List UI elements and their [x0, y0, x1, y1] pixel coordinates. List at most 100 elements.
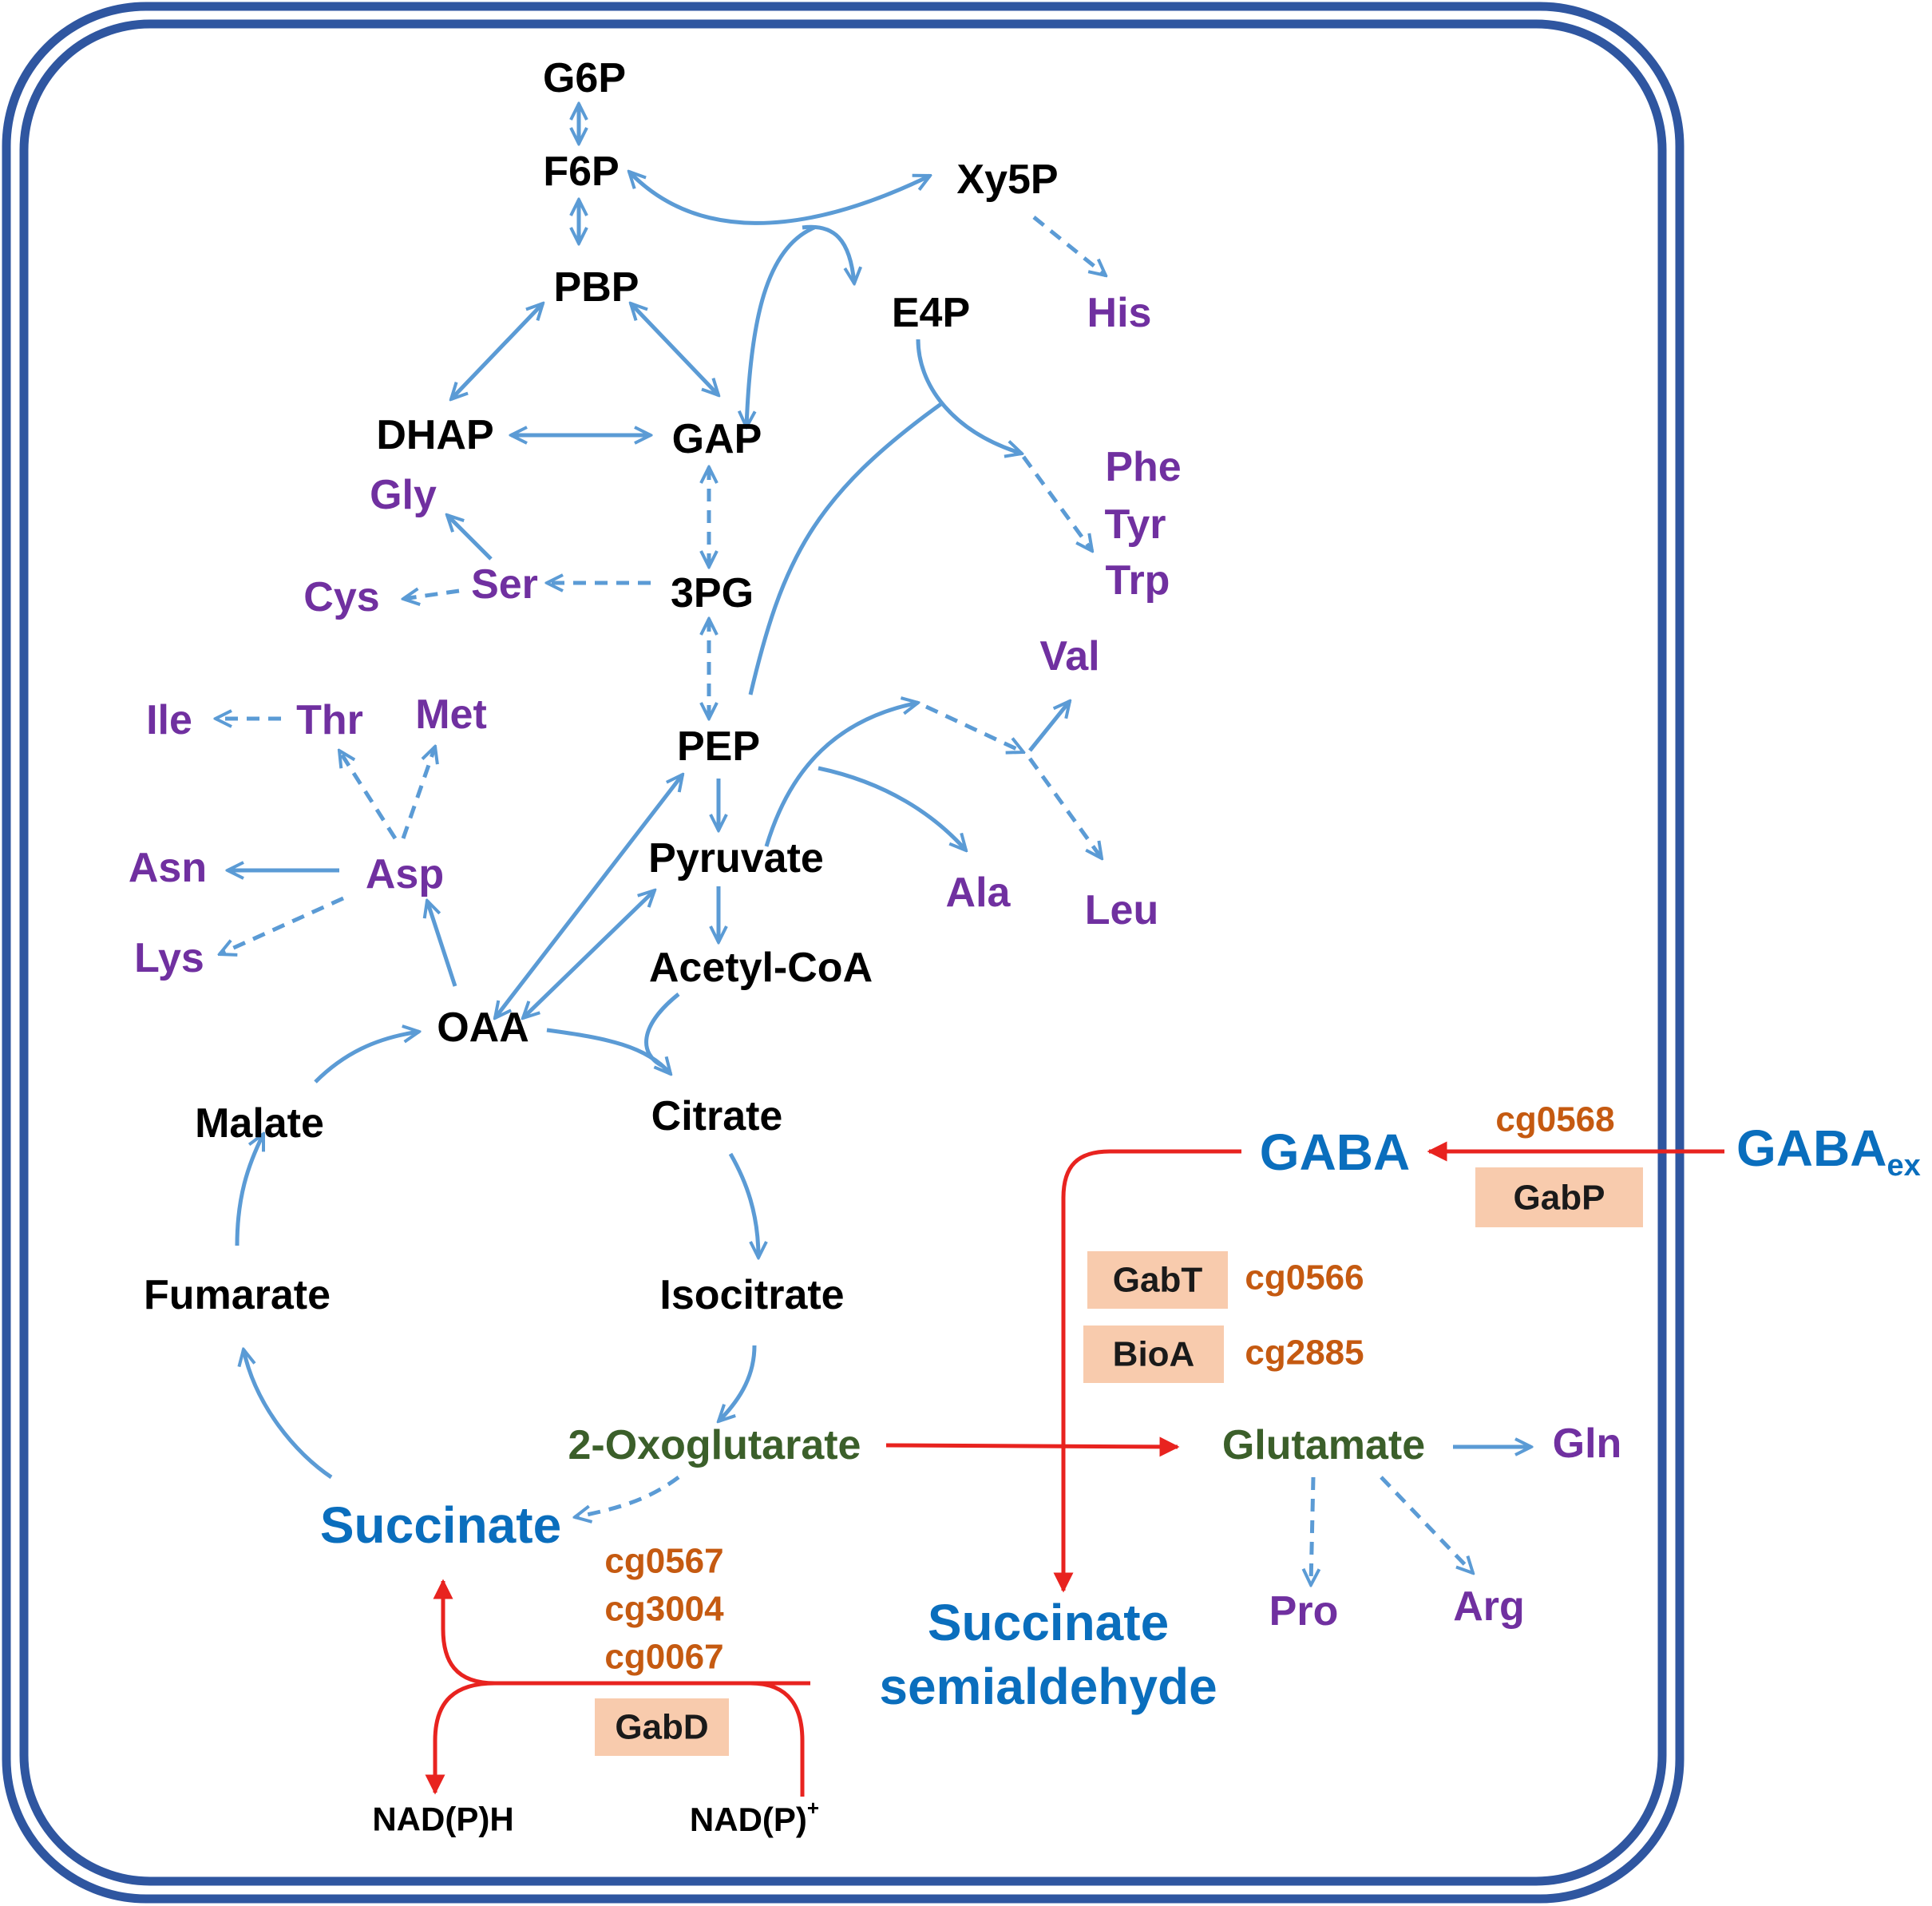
ser-label: Ser [471, 561, 538, 608]
gaba-label: GABA [1260, 1123, 1410, 1181]
arrow-oaa-citrate [546, 1028, 671, 1074]
arrow-ser-gly [447, 515, 493, 561]
arrow-asp-met [401, 747, 435, 839]
gabd-box [595, 1698, 729, 1756]
arrow-fumarate-malate [235, 1134, 266, 1246]
g6p-label: G6P [543, 55, 626, 101]
pep-label: PEP [677, 723, 760, 770]
e4p-label: E4P [892, 290, 970, 336]
fumarate-label: Fumarate [144, 1272, 331, 1318]
cg0566-label: cg0566 [1245, 1258, 1364, 1298]
glutamate-label: Glutamate [1222, 1422, 1425, 1468]
pyruvate-label: Pyruvate [648, 835, 824, 882]
cg0568-label: cg0568 [1495, 1100, 1614, 1139]
ala-label: Ala [946, 870, 1012, 916]
arrow-succinate-fumarate [243, 1349, 333, 1480]
citrate-label: Citrate [651, 1093, 783, 1139]
cell-outer-border [2, 2, 1685, 1904]
arrow-pep-e4p-aromatic [748, 401, 944, 695]
gabt-label: GabT [1113, 1261, 1203, 1300]
arrow-aromatic-dashed [1021, 455, 1092, 551]
cg0567-label: cg0567 [604, 1542, 723, 1581]
bioa-label: BioA [1113, 1335, 1195, 1374]
arrow-oxoglutarate-succinate [575, 1475, 680, 1517]
acetyl-coa-label: Acetyl-CoA [649, 945, 873, 991]
lys-label: Lys [134, 935, 204, 981]
asp-label: Asp [366, 851, 444, 898]
arrow-gabd-nadp [750, 1681, 805, 1797]
nadph-label: NAD(P)H [372, 1801, 513, 1838]
succinate-label: Succinate [320, 1496, 561, 1554]
succinate-semialdehyde-line2: semialdehyde [879, 1658, 1217, 1715]
3pg-label: 3PG [671, 570, 754, 616]
arrow-branch-dashed [924, 704, 1023, 752]
arrow-pyruvate-ala [818, 766, 966, 850]
arrow-xy5p-e4p [802, 224, 854, 283]
val-label: Val [1039, 633, 1099, 680]
arrow-xy5p-his [1032, 216, 1106, 275]
pro-label: Pro [1269, 1588, 1339, 1635]
nadp-superscript: + [807, 1796, 819, 1820]
met-label: Met [415, 691, 487, 738]
cys-label: Cys [303, 574, 379, 620]
gabp-label: GabP [1514, 1179, 1605, 1218]
leu-label: Leu [1085, 887, 1158, 933]
arrow-malate-oaa [314, 1032, 419, 1084]
gap-label: GAP [672, 416, 762, 462]
nadp-label: NAD(P)+ [690, 1796, 819, 1838]
arrow-acetylcoa-citrate [644, 993, 680, 1068]
gaba-ex-text: GABA [1736, 1119, 1886, 1177]
cell-inner-border [19, 19, 1667, 1886]
arrow-asp-thr [339, 751, 398, 840]
oaa-label: OAA [437, 1005, 529, 1051]
oxoglutarate-label: 2-Oxoglutarate [568, 1422, 861, 1468]
thr-label: Thr [296, 697, 363, 743]
arg-label: Arg [1453, 1583, 1525, 1630]
arrow-isocitrate-oxoglutarate [719, 1345, 757, 1421]
arrow-oaa-pyruvate [523, 890, 655, 1018]
dhap-label: DHAP [376, 412, 493, 458]
arrow-ser-cys [403, 591, 460, 599]
cg2885-label: cg2885 [1245, 1333, 1364, 1373]
arrow-e4p-aromatic [916, 339, 1022, 454]
gabt-box [1087, 1251, 1228, 1309]
cg0067-label: cg0067 [604, 1638, 723, 1677]
arrow-oxoglutarate-glutamate [885, 1436, 1180, 1457]
arrow-f6p-xy5p [629, 172, 930, 225]
arrow-citrate-isocitrate [728, 1152, 758, 1258]
arrow-oaa-asp [427, 901, 457, 987]
arrow-xy5p-gap [746, 225, 815, 427]
gaba-ex-subscript: ex [1886, 1149, 1920, 1183]
gabp-box [1475, 1167, 1643, 1227]
gly-label: Gly [370, 472, 437, 518]
f6p-label: F6P [543, 149, 619, 195]
gabd-label: GabD [615, 1708, 708, 1747]
tyr-label: Tyr [1104, 501, 1166, 548]
phe-label: Phe [1105, 444, 1181, 490]
ile-label: Ile [146, 697, 192, 743]
succinate-semialdehyde-line1: Succinate [928, 1594, 1169, 1651]
malate-label: Malate [195, 1100, 324, 1147]
arrow-gabd-nadph [425, 1681, 496, 1795]
xy5p-label: Xy5P [956, 157, 1058, 203]
gaba-ex-label: GABAex [1736, 1119, 1921, 1183]
pbp-label: PBP [554, 264, 639, 311]
gln-label: Gln [1553, 1421, 1622, 1467]
isocitrate-label: Isocitrate [659, 1272, 844, 1318]
arrow-gaba-ssa [1053, 1149, 1241, 1593]
asn-label: Asn [129, 845, 207, 891]
nadp-text: NAD(P) [690, 1801, 807, 1838]
his-label: His [1087, 290, 1152, 336]
arrow-glutamate-arg [1380, 1476, 1473, 1573]
arrow-branch-leu [1027, 757, 1102, 858]
trp-label: Trp [1106, 557, 1170, 604]
arrow-pbp-dhap [451, 303, 543, 399]
arrow-pyruvate-branch [764, 703, 918, 847]
bioa-box [1083, 1325, 1224, 1383]
arrow-glutamate-pro [1311, 1476, 1313, 1585]
cg3004-label: cg3004 [604, 1590, 724, 1629]
arrow-asp-lys [220, 896, 345, 954]
arrow-branch-val [1028, 701, 1070, 752]
arrow-pbp-gap [631, 303, 719, 395]
